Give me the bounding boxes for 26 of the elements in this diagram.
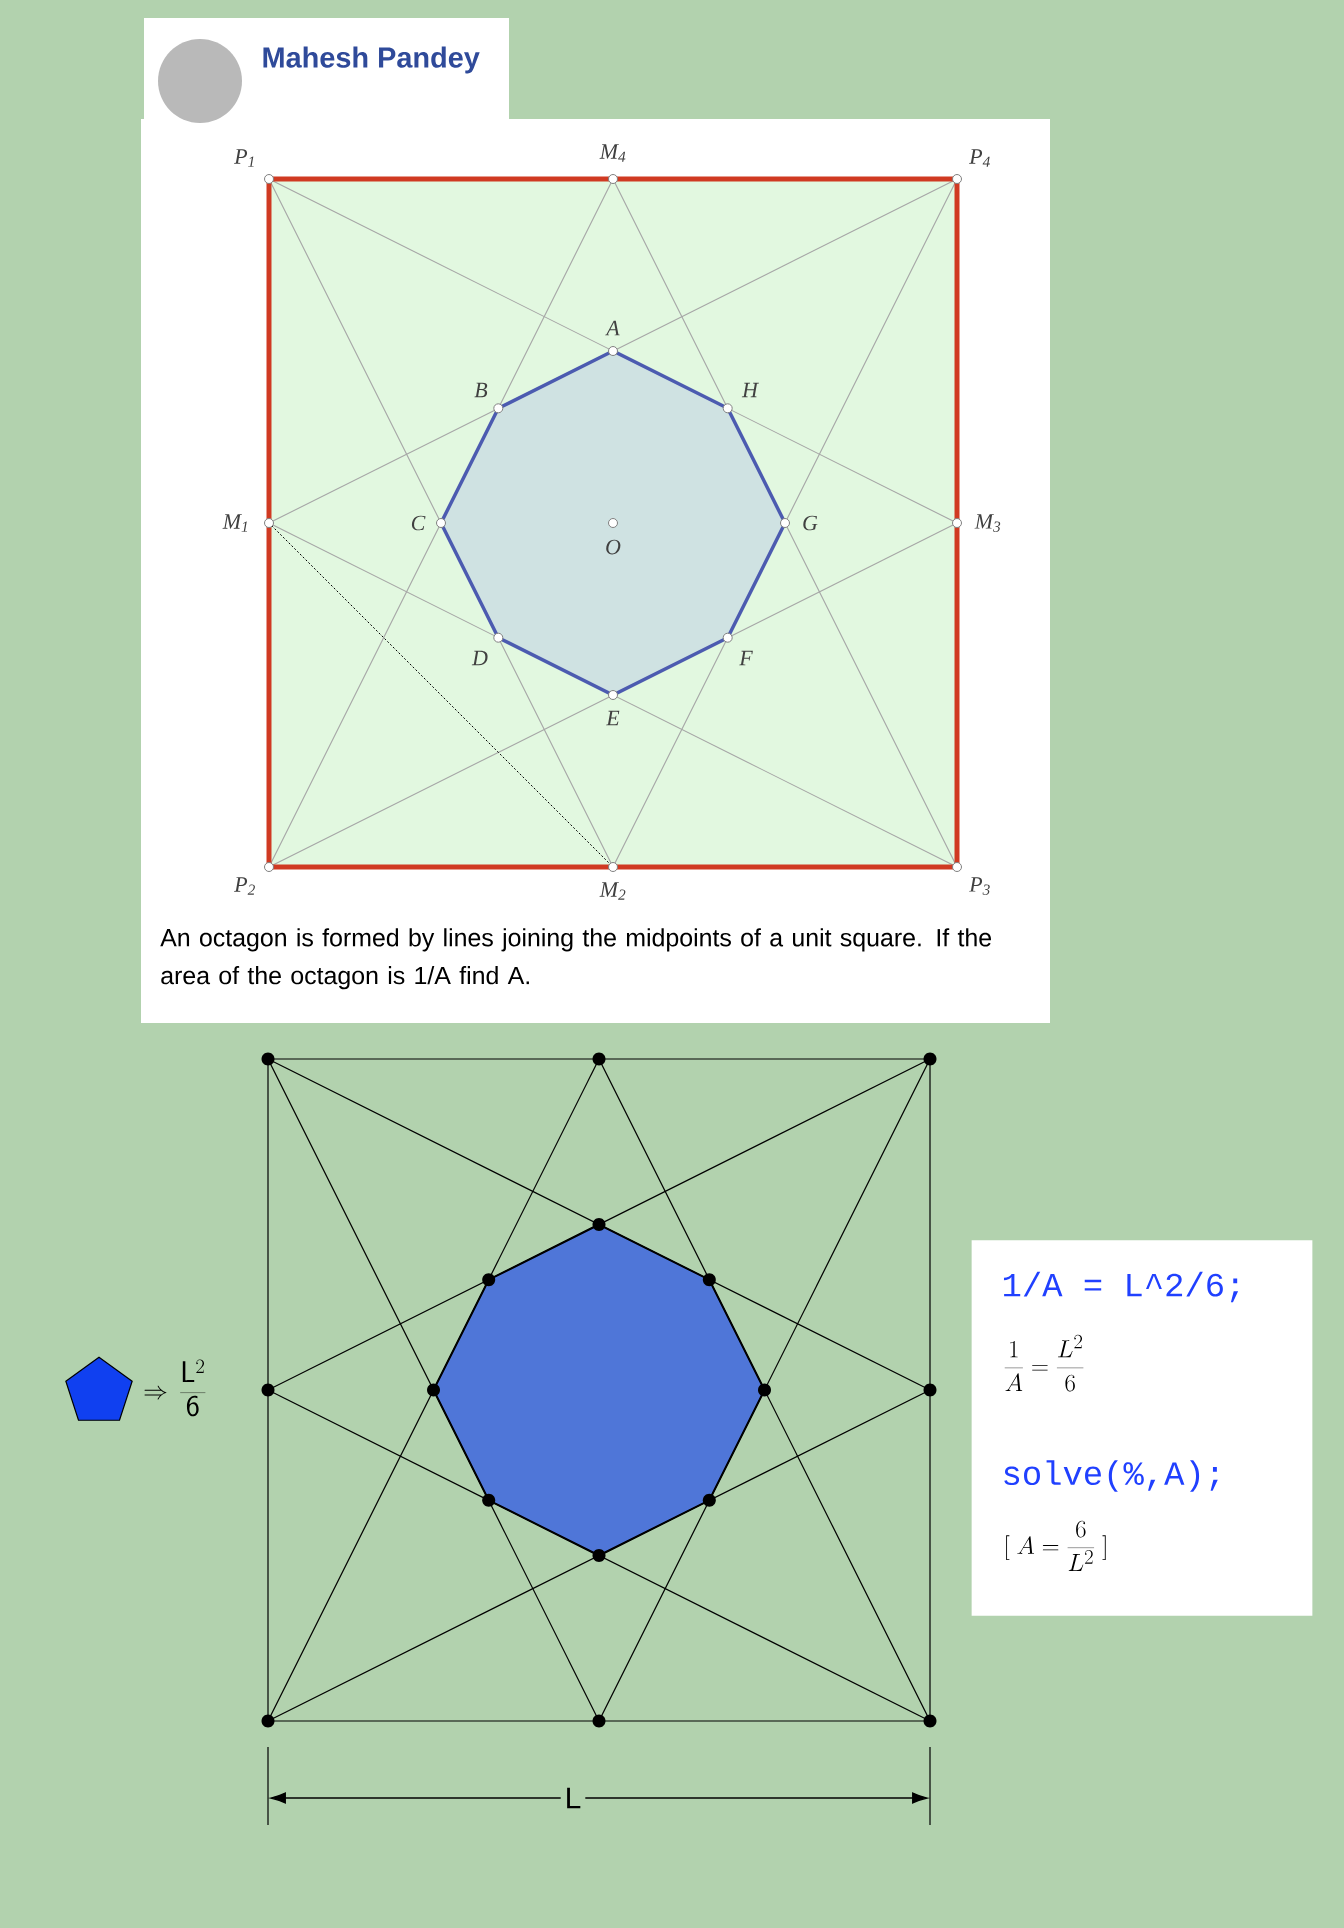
caption-text: An octagon is formed by lines joining the midpoints of a unit square. If the area of the octagon is 1/A find A. [160,928,991,990]
point-label: H [741,382,759,398]
point-label: G [803,515,818,531]
point-label: A [605,320,620,336]
code-line: 1/A = L^2/6; [1004,1271,1239,1303]
formula: $\frac{1}{A}=\frac{L^2}{6}$ [1004,1334,1084,1392]
dimension-label: L [567,1787,581,1809]
point-label: C [411,515,426,531]
point-label: M$_{2}$ [599,882,626,900]
point-label: D [471,650,488,666]
point-label: F [739,650,753,666]
point-label: P$_{1}$ [234,149,254,167]
point-label: P$_{2}$ [234,877,255,895]
formula: $\Rightarrow\,\frac{\mathsf{L}^{2}}{\mathsf{6}}$ [144,1359,206,1417]
point-label: M$_{3}$ [974,514,1001,532]
code-line: solve(%,A); [1004,1460,1218,1492]
formula-panel [971,1240,1313,1616]
point-label: E [606,710,620,726]
point-label: O [606,539,621,555]
point-label: B [474,382,488,398]
point-label: P$_{3}$ [969,877,990,895]
node-label: Mahesh Pandey [263,46,480,74]
point-label: P$_{4}$ [969,149,990,167]
point-label: M$_{1}$ [222,514,248,532]
point-label: M$_{4}$ [599,144,626,162]
formula: $[\;A=\frac{6}{L^2}\;]$ [1006,1520,1106,1571]
